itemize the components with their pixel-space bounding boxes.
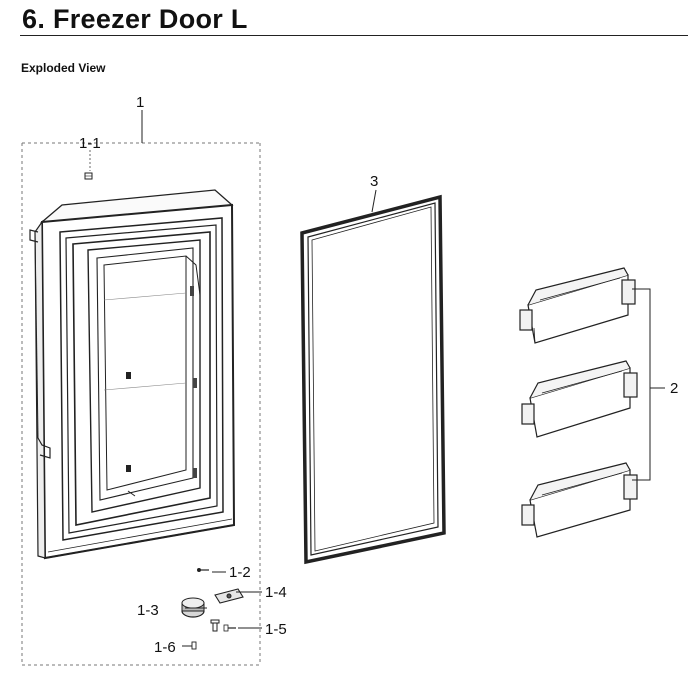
callout-1: 1 [136, 94, 144, 111]
door-bin-bottom [521, 462, 638, 538]
door-bin-top [519, 267, 636, 344]
section-number: 6. [22, 4, 46, 34]
part-1-6-washer [188, 641, 197, 650]
section-title: Freezer Door L [52, 4, 248, 34]
page-title: 6. Freezer Door L [22, 4, 248, 35]
freezer-door [29, 189, 236, 560]
callout-1-2: 1-2 [229, 564, 251, 581]
callout-1-6: 1-6 [154, 639, 176, 656]
callout-1-1: 1-1 [79, 135, 101, 152]
title-divider [20, 35, 688, 36]
part-1-1-cap [84, 172, 93, 180]
part-1-4-bracket [214, 588, 244, 604]
door-bin-middle [521, 360, 638, 438]
part-1-2-pin [197, 568, 209, 572]
door-gasket [300, 194, 446, 565]
part-1-5-screws [210, 619, 236, 632]
callout-1-3: 1-3 [137, 602, 159, 619]
callout-3: 3 [370, 173, 378, 190]
callout-1-4: 1-4 [265, 584, 287, 601]
assembly-boundary [21, 142, 261, 666]
callout-1-5: 1-5 [265, 621, 287, 638]
view-label: Exploded View [21, 61, 106, 75]
callout-2: 2 [670, 380, 678, 397]
leader-lines [141, 110, 665, 647]
